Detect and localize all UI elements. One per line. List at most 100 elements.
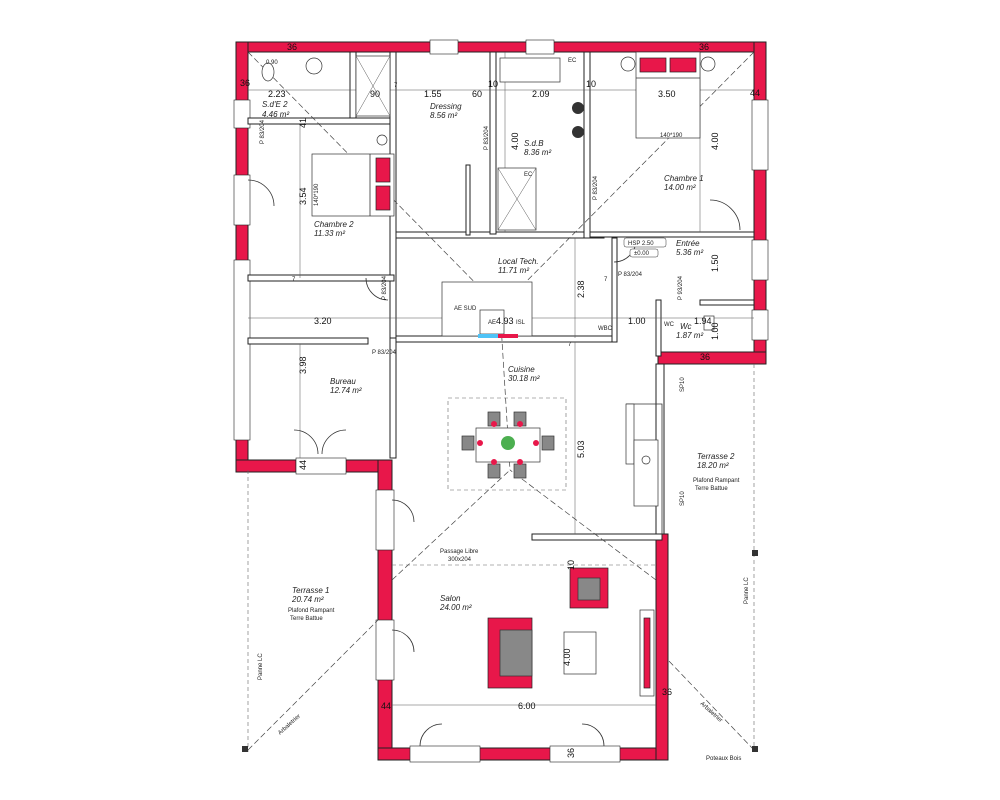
room-area-bureau: 12.74 m² (330, 386, 362, 395)
sp10-label-b: SP10 (680, 491, 686, 506)
room-name-local-tech: Local Tech. (498, 257, 539, 266)
room-area-terrasse2: 18.20 m² (697, 461, 729, 470)
sink-icon (305, 56, 716, 146)
dim-label: 4.00 (510, 132, 520, 150)
room-name-bureau: Bureau (330, 377, 356, 386)
dim-label: 1.00 (710, 322, 720, 340)
room-area-local-tech: 11.71 m² (498, 266, 529, 275)
door-label: P 83/204 (372, 350, 397, 356)
door-label: P 83/204 (618, 272, 643, 278)
dim-label: 36 (566, 748, 576, 758)
level-label: ±0.00 (634, 251, 650, 257)
door-label: P 83/204 (593, 175, 599, 200)
plant-icon (501, 436, 584, 646)
dim-label: 36 (287, 42, 297, 52)
dim-label: 3.50 (658, 89, 676, 99)
dim-label: 44 (298, 460, 308, 470)
svg-text:7: 7 (604, 277, 608, 283)
dim-label: 36 (700, 352, 710, 362)
door-label: P 83/204 (484, 125, 490, 150)
room-labels: S.d'E 2 4.46 m² Dressing 8.56 m² S.d.B 8… (262, 100, 740, 622)
dim-label: 6.00 (518, 701, 536, 711)
dim-label: 1.94 (694, 316, 712, 326)
dim-label: 10 (488, 79, 498, 89)
dim-label: 44 (750, 88, 760, 98)
dim-label: 2.23 (268, 89, 286, 99)
room-name-chambre2: Chambre 2 (314, 220, 354, 229)
dim-label: 36 (699, 42, 709, 52)
terrasse2-note2: Terre Battue (695, 486, 728, 492)
shower-icon (355, 55, 561, 231)
table-icon (447, 397, 567, 491)
svg-text:7: 7 (568, 342, 572, 348)
dim-label: 36 (240, 78, 250, 88)
dim-label: 1.55 (424, 89, 442, 99)
bed-icon (635, 51, 701, 139)
poteaux-label: Poteaux Bois (706, 756, 741, 762)
ae-sud-label: AE SUD (454, 306, 477, 312)
room-name-sde2: S.d'E 2 (262, 100, 288, 109)
room-name-sdb: S.d.B (524, 139, 544, 148)
bed1-size: 140*190 (660, 133, 683, 139)
svg-text:7: 7 (292, 277, 296, 283)
room-area-sde2: 4.46 m² (262, 110, 289, 119)
ae-label: AE (488, 320, 496, 326)
room-area-chambre1: 14.00 m² (664, 183, 696, 192)
passage-size: 300x204 (448, 557, 472, 563)
dim-label: 5.03 (576, 440, 586, 458)
door-label: P 93/204 (678, 275, 684, 300)
room-area-cuisine: 30.18 m² (508, 374, 540, 383)
dim-label: 4.00 (710, 132, 720, 150)
posts (242, 550, 758, 752)
room-area-sdb: 8.36 m² (524, 148, 551, 157)
room-name-entree: Entrée (676, 239, 700, 248)
room-name-cuisine: Cuisine (508, 365, 535, 374)
dim-label: 10 (566, 560, 576, 570)
dim-label: 2.38 (576, 280, 586, 298)
dim-label: 90 (370, 89, 380, 99)
room-area-chambre2: 11.33 m² (314, 229, 345, 238)
dim-label: 2.09 (532, 89, 550, 99)
hsp-label: HSP 2.50 (628, 241, 654, 247)
wbc-label: WBC (598, 326, 613, 332)
room-name-terrasse2: Terrasse 2 (697, 452, 735, 461)
terrasse1-note1: Plafond Rampant (288, 608, 335, 614)
dim-label: 1.00 (628, 316, 646, 326)
dim-label: 3.20 (314, 316, 332, 326)
ec-label: EC (568, 58, 577, 64)
terrasse1-note2: Terre Battue (290, 616, 323, 622)
dim-label: 4.93 (496, 316, 514, 326)
dim-label: 3.54 (298, 187, 308, 205)
sp10-label-a: SP10 (680, 377, 686, 392)
room-area-entree: 5.36 m² (676, 248, 703, 257)
windows (233, 39, 769, 763)
wc-box-label: WC (664, 322, 675, 328)
bed2-size: 140*190 (314, 183, 320, 206)
isl-label: ISL (516, 320, 526, 326)
dimension-labels: 36 36 36 44 0.90 2.23 90 1.55 60 2.09 3.… (240, 42, 760, 758)
technical-equipment (441, 281, 533, 338)
dim-label: 4.00 (562, 648, 572, 666)
toilet-icon (261, 62, 715, 331)
panne-lc-right: Panne LC (744, 577, 750, 604)
room-name-terrasse1: Terrasse 1 (292, 586, 330, 595)
room-area-salon: 24.00 m² (439, 603, 472, 612)
bed-icon-2 (311, 153, 395, 217)
terrasse2-note1: Plafond Rampant (693, 478, 740, 484)
dim-label: 0.90 (266, 60, 278, 66)
room-name-dressing: Dressing (430, 102, 462, 111)
dim-label: 36 (662, 687, 672, 697)
dim-label: 60 (472, 89, 482, 99)
room-area-terrasse1: 20.74 m² (291, 595, 324, 604)
door-label: P 83/204 (260, 119, 266, 144)
ec-label-2: EC (524, 172, 533, 178)
door-swing-icon (247, 179, 741, 747)
coffee-table (563, 631, 597, 675)
markers: 7 7 7 7 (292, 83, 608, 348)
panne-lc-left: Panne LC (258, 653, 264, 680)
door-label: P 83/204 (382, 275, 388, 300)
dim-label: 3.98 (298, 356, 308, 374)
dim-label: 10 (586, 79, 596, 89)
arbaletrier-right: Arbaletrier (699, 701, 724, 724)
